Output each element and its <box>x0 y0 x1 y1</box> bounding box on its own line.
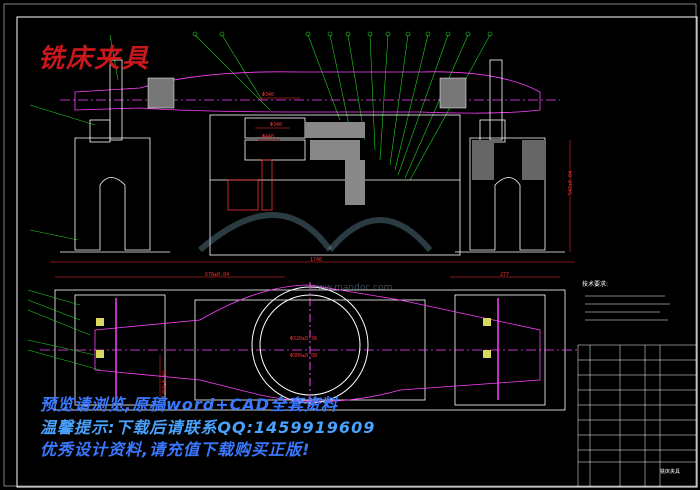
ring-bore <box>251 282 369 410</box>
tech-req-lines <box>585 295 670 321</box>
watermark-logo <box>198 212 433 253</box>
dim-overall-width: 1746 <box>310 257 322 263</box>
parts-list <box>577 344 698 488</box>
dim-bore-b: Φ300±0.08 <box>290 353 317 359</box>
hatch-pads <box>147 77 467 109</box>
clamp-bars <box>115 298 499 400</box>
dim-pos-b: Φ440 <box>262 134 274 140</box>
right-support-hatch <box>472 140 544 180</box>
tech-requirements-title: 技术要求: <box>582 281 609 288</box>
dim-pos-a: Φ340 <box>270 122 282 128</box>
drawing-title: 铣床夹具 <box>38 44 151 74</box>
dim-top-c: Φ340 <box>262 92 274 98</box>
dim-right-span: 277 <box>500 272 509 278</box>
promo-line-3: 优秀设计资料,请充值下载购买正版! <box>40 440 311 459</box>
dim-bore-a: Φ320±0.36 <box>290 336 317 342</box>
center-hatch <box>305 122 365 205</box>
center-red-parts <box>227 159 273 211</box>
promo-line-1: 预览请浏览,原稿word+CAD全套资料 <box>40 395 339 414</box>
front-dims <box>50 97 575 263</box>
workpiece-front <box>60 71 560 114</box>
outer-border <box>3 3 697 487</box>
drawing-border <box>16 16 698 488</box>
title-block-name: 铣床夹具 <box>660 469 681 475</box>
clamp-bolts <box>96 318 491 358</box>
leader-lines-plan <box>27 289 101 371</box>
dim-height-front: 542±0.04 <box>568 171 574 195</box>
dim-side: 268±0.04 <box>162 371 168 395</box>
right-support <box>455 59 565 253</box>
dim-left-span: 678±0.04 <box>205 272 229 278</box>
watermark-text: www.mandoc.com <box>310 283 393 293</box>
plan-dims <box>55 276 560 400</box>
promo-line-2: 温馨提示:下载后请联系QQ:1459919609 <box>40 418 376 437</box>
left-support <box>60 59 170 253</box>
balloon-labels-top <box>192 31 493 37</box>
